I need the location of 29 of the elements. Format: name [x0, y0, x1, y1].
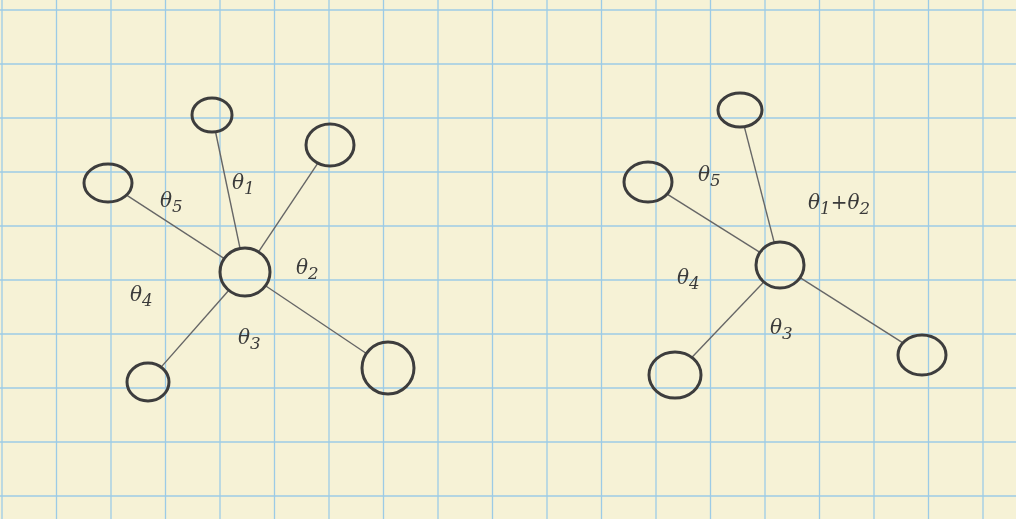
angle-label: θ$_{1}$+θ$_{2}$ — [808, 190, 871, 218]
connector-line — [264, 285, 368, 355]
node-circle — [716, 91, 764, 129]
node-circle — [218, 246, 272, 298]
angle-label: θ$_{4}$ — [130, 282, 153, 310]
node-circle — [647, 350, 703, 400]
node-circle — [896, 333, 948, 377]
connector-line — [257, 162, 319, 253]
angle-label: θ$_{5}$ — [160, 188, 183, 216]
connector-line — [125, 194, 225, 260]
connector-line — [160, 289, 230, 368]
node-circle — [304, 122, 356, 168]
angle-label: θ$_{5}$ — [698, 162, 721, 190]
connector-line — [691, 281, 765, 359]
connector-line — [743, 125, 775, 244]
node-circle — [754, 240, 806, 290]
angle-label: θ$_{4}$ — [677, 265, 700, 293]
node-circle — [360, 340, 416, 396]
node-circle — [190, 96, 234, 134]
angle-label: θ$_{1}$ — [232, 170, 255, 198]
angle-label: θ$_{3}$ — [770, 315, 793, 343]
angle-label: θ$_{3}$ — [238, 325, 261, 353]
connector-line — [799, 277, 904, 344]
node-circle — [622, 160, 674, 204]
connector-line — [214, 131, 241, 250]
node-circle — [82, 162, 134, 204]
connector-line — [666, 193, 761, 254]
angle-label: θ$_{2}$ — [296, 255, 319, 283]
node-circle — [125, 361, 171, 403]
